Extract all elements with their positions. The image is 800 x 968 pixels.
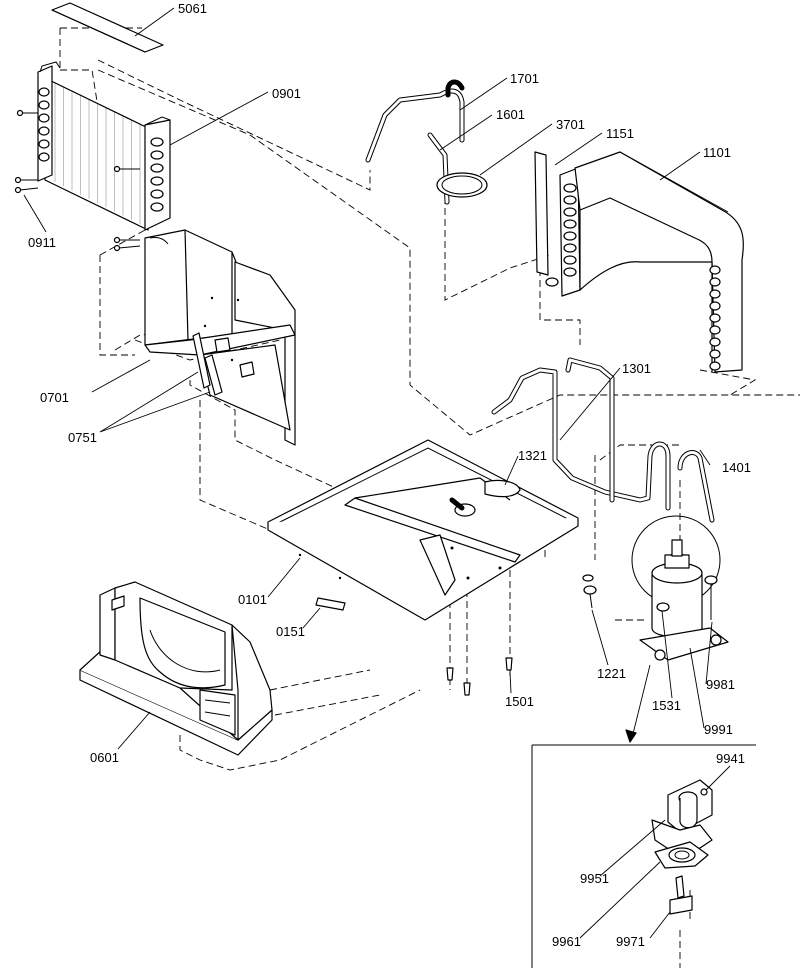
label-5061: 5061	[178, 1, 207, 16]
label-0151: 0151	[276, 624, 305, 639]
evaporator-coil-1101	[574, 151, 744, 373]
compressor-9991	[631, 515, 729, 661]
label-0751: 0751	[68, 430, 97, 445]
bracket-0151	[315, 597, 346, 611]
bracket-plate-9951	[651, 819, 713, 851]
label-1401: 1401	[722, 460, 751, 475]
ring-clip-3701	[436, 172, 488, 198]
condenser-coil-0901	[37, 61, 171, 231]
label-0601: 0601	[90, 750, 119, 765]
label-1301: 1301	[622, 361, 651, 376]
label-1531: 1531	[652, 698, 681, 713]
label-9991: 9991	[704, 722, 733, 737]
terminal-cover-9971	[669, 875, 693, 915]
gasket-9961	[654, 841, 709, 869]
label-0701: 0701	[40, 390, 69, 405]
label-9981: 9981	[706, 677, 735, 692]
grommets-1221	[582, 574, 597, 609]
label-1321: 1321	[518, 448, 547, 463]
label-0101: 0101	[238, 592, 267, 607]
label-9971: 9971	[616, 934, 645, 949]
leader-lines	[23, 7, 731, 939]
label-1701: 1701	[510, 71, 539, 86]
label-9961: 9961	[552, 934, 581, 949]
coil-return-bends-right	[150, 137, 164, 212]
base-pan-0101	[267, 439, 579, 621]
assembly-guide-lines	[59, 27, 800, 968]
coil-return-bends-left	[38, 87, 50, 162]
label-1101: 1101	[703, 145, 731, 160]
label-1601: 1601	[496, 107, 525, 122]
detail-box	[531, 664, 756, 968]
label-3701: 3701	[556, 117, 585, 132]
suction-tube-1301	[491, 357, 671, 511]
label-9951: 9951	[580, 871, 609, 886]
label-0901: 0901	[272, 86, 301, 101]
screws-1501	[446, 657, 513, 696]
label-1501: 1501	[505, 694, 534, 709]
evaporator-endplate-1151	[534, 151, 581, 297]
capillary-tube-1701	[365, 79, 465, 163]
top-strip-5061	[51, 2, 164, 53]
screws-0911	[14, 109, 141, 252]
grommet-9981	[704, 575, 718, 620]
label-1151: 1151	[606, 126, 634, 141]
overload-protector-9941	[667, 779, 713, 833]
discharge-tube-1401	[677, 450, 715, 523]
callout-labels: 5061 0901 0911 1701 1601 3701 1151 1101 …	[28, 1, 751, 949]
label-9941: 9941	[716, 751, 745, 766]
fan-housing-0601	[79, 581, 273, 756]
shroud-0701	[144, 229, 296, 446]
label-1221: 1221	[597, 666, 626, 681]
label-0911: 0911	[28, 235, 56, 250]
grommet-1531	[656, 602, 670, 612]
brackets-0751	[192, 332, 223, 396]
